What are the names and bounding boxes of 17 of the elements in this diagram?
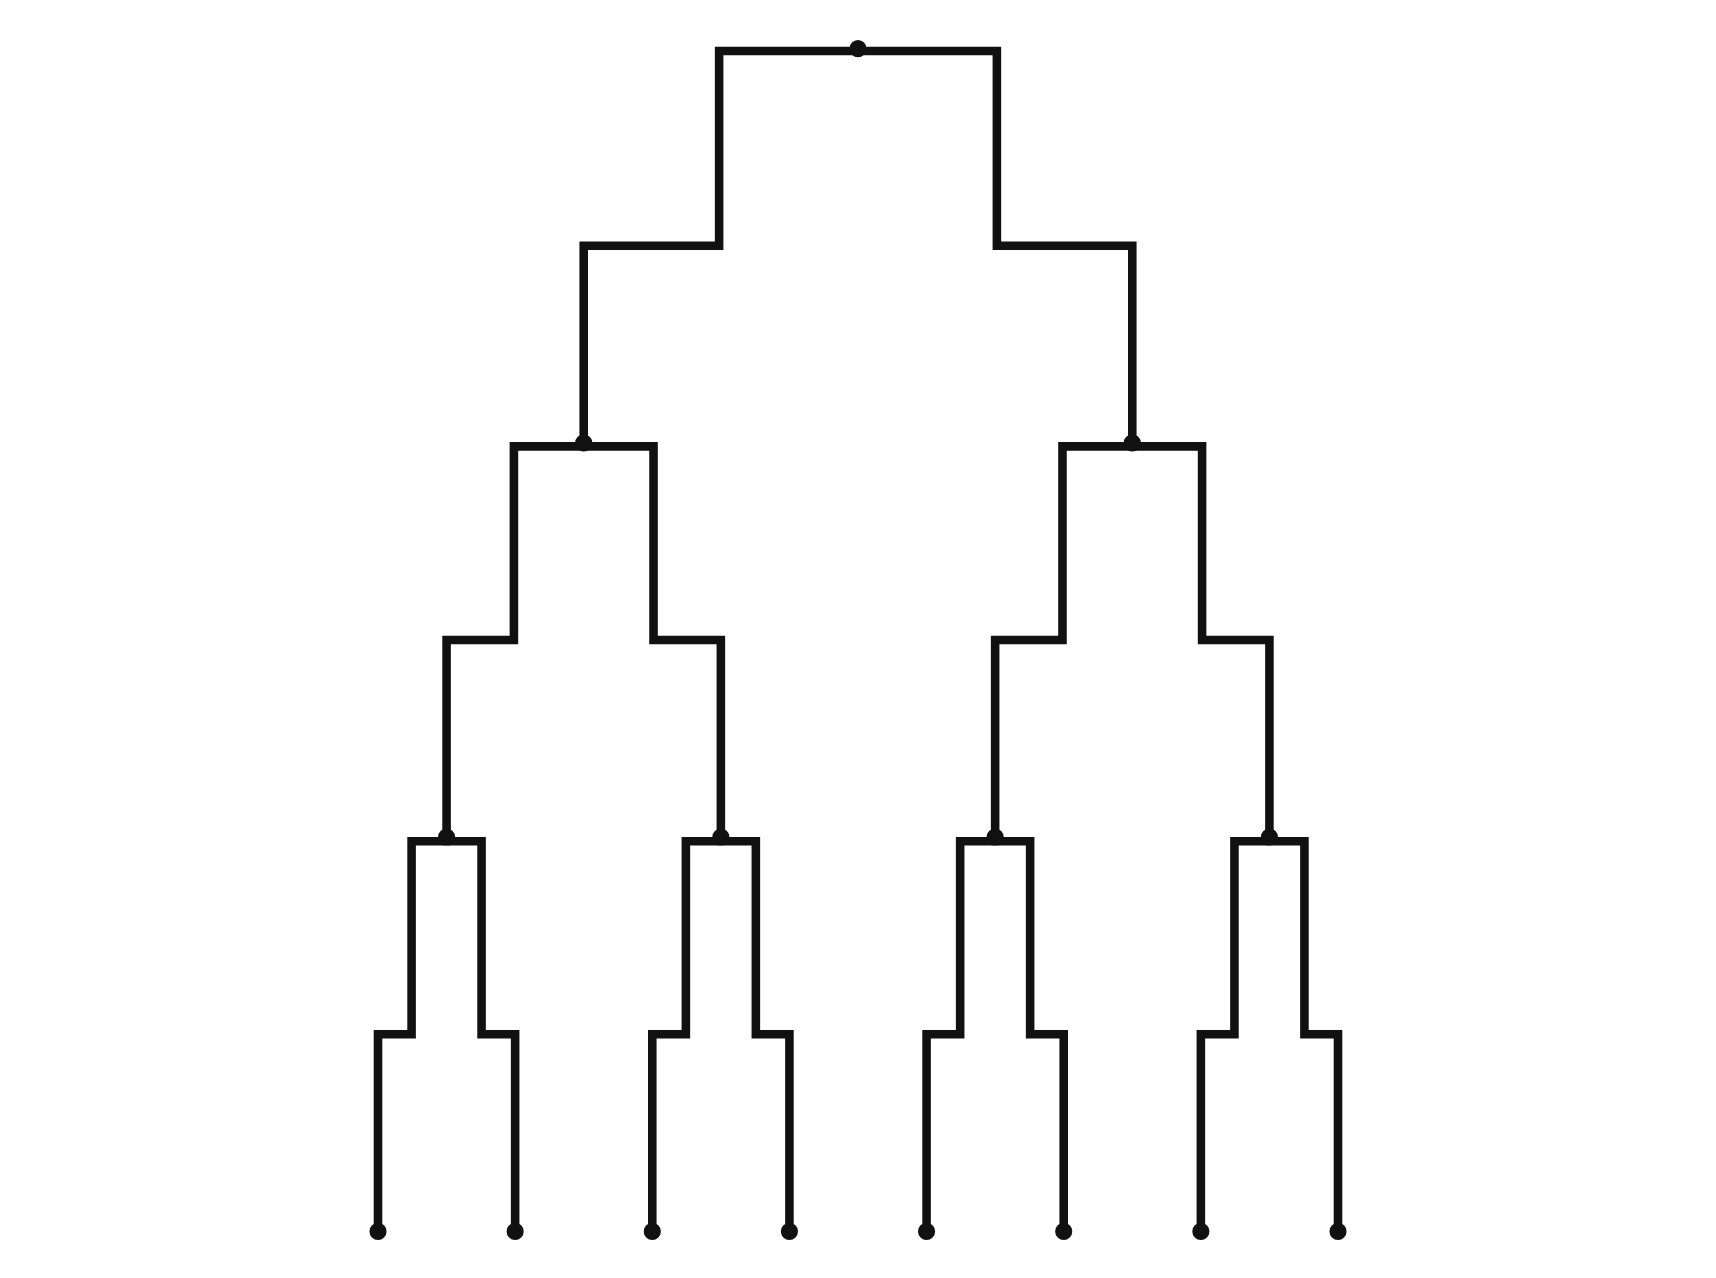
circle-node <box>780 1221 798 1239</box>
connector-line <box>579 45 855 442</box>
circle-node <box>575 433 593 451</box>
circle-node <box>918 1221 936 1239</box>
circle-node <box>1055 1221 1073 1239</box>
circle-node <box>1192 1221 1210 1239</box>
circle-node <box>1329 1221 1347 1239</box>
circle-node <box>712 827 730 845</box>
circle-node <box>506 1221 524 1239</box>
circle-node <box>1123 433 1141 451</box>
circle-node <box>369 1221 387 1239</box>
circle-node <box>438 827 456 845</box>
circle-node <box>1260 827 1278 845</box>
circle-node <box>643 1221 661 1239</box>
circle-node <box>986 827 1004 845</box>
circle-node <box>849 39 867 57</box>
connector-line <box>861 45 1137 442</box>
